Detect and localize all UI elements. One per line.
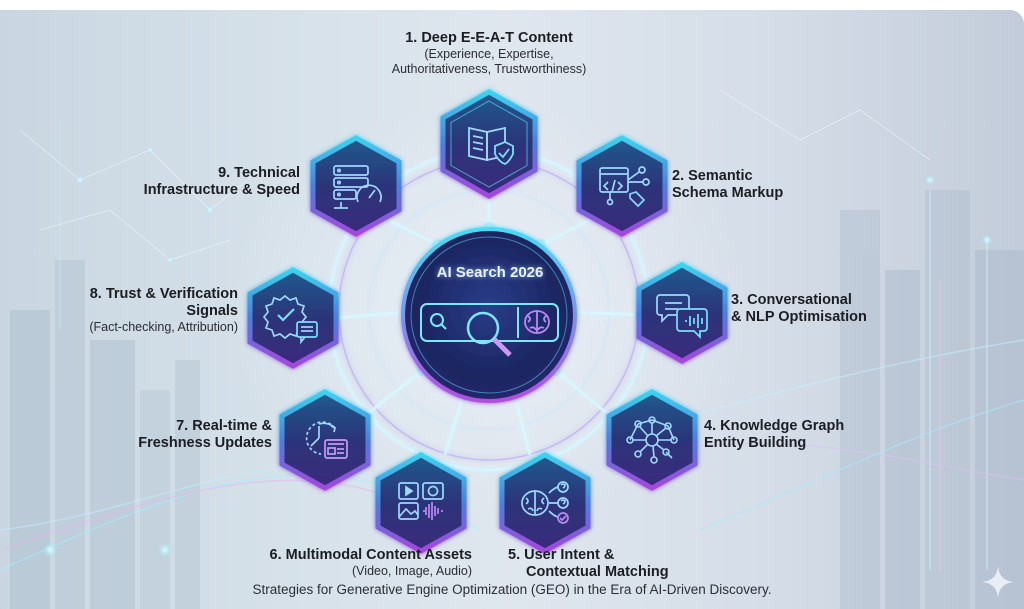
node-4-title-line2: Entity Building [704, 435, 807, 451]
brain-question-icon [521, 481, 569, 524]
caption: Strategies for Generative Engine Optimiz… [252, 582, 772, 597]
node-5-title-line2: Contextual Matching [526, 564, 669, 580]
hex-node-5 [499, 452, 591, 554]
network-graph-icon [626, 416, 678, 464]
node-9-title-line1: 9. Technical [218, 165, 300, 181]
node-1-subtitle-line2: Authoritativeness, Trustworthiness) [391, 62, 587, 76]
node-7-title-line1: 7. Real-time & [176, 418, 272, 434]
hex-node-9 [310, 135, 402, 237]
background-tech-city [0, 89, 1024, 609]
hex-node-1 [440, 89, 538, 199]
node-8-title-line2: Signals [186, 303, 238, 319]
center-hub-title: AI Search 2026 [436, 264, 544, 281]
chat-audio-icon [656, 294, 708, 340]
magnifier-icon [466, 311, 512, 357]
book-shield-icon [468, 126, 514, 165]
node-6-subtitle: (Video, Image, Audio) [352, 564, 472, 578]
node-2-label: 2. Semantic Schema Markup [672, 168, 872, 202]
brain-icon [524, 310, 550, 334]
node-8-title-line1: 8. Trust & Verification [89, 286, 238, 302]
hex-node-7 [279, 389, 371, 491]
code-schema-icon [599, 166, 650, 208]
node-9-label: 9. Technical Infrastructure & Speed [100, 165, 300, 199]
media-grid-icon [398, 482, 444, 520]
node-4-title-line1: 4. Knowledge Graph [704, 418, 845, 434]
badge-check-icon [262, 294, 318, 345]
node-3-title-line2: & NLP Optimisation [731, 309, 867, 325]
node-4-label: 4. Knowledge Graph Entity Building [704, 418, 904, 452]
clock-news-icon [305, 421, 348, 459]
infographic-canvas: AI Search 2026 1. Deep E-E-A-T Content (… [0, 10, 1024, 609]
server-speed-icon [333, 165, 382, 209]
hex-node-3 [636, 262, 728, 364]
node-8-subtitle: (Fact-checking, Attribution) [89, 320, 238, 334]
node-8-label: 8. Trust & Verification Signals (Fact-ch… [38, 286, 238, 335]
node-1-label: 1. Deep E-E-A-T Content (Experience, Exp… [339, 30, 639, 77]
node-1-subtitle-line1: (Experience, Expertise, [424, 47, 554, 61]
hex-node-6 [375, 452, 467, 554]
node-2-title-line1: 2. Semantic [672, 168, 753, 184]
hex-node-4 [606, 389, 698, 491]
node-6-title: 6. Multimodal Content Assets [269, 547, 472, 563]
node-5-label: 5. User Intent & Contextual Matching [508, 547, 708, 581]
node-1-title: 1. Deep E-E-A-T Content [405, 30, 573, 46]
hex-node-2 [576, 135, 668, 237]
geo-strategy-diagram [247, 89, 728, 554]
hex-node-8 [247, 267, 339, 369]
connector-lines [334, 195, 641, 456]
center-hub [401, 227, 577, 403]
node-2-title-line2: Schema Markup [672, 185, 784, 201]
node-7-title-line2: Freshness Updates [138, 435, 272, 451]
node-7-label: 7. Real-time & Freshness Updates [70, 418, 272, 452]
node-3-label: 3. Conversational & NLP Optimisation [731, 292, 931, 326]
node-3-title-line1: 3. Conversational [731, 292, 852, 308]
sparkle-icon [982, 566, 1014, 598]
node-5-title-line1: 5. User Intent & [508, 547, 615, 563]
search-icon [430, 313, 447, 330]
node-9-title-line2: Infrastructure & Speed [143, 182, 300, 198]
node-6-label: 6. Multimodal Content Assets (Video, Ima… [220, 547, 472, 579]
